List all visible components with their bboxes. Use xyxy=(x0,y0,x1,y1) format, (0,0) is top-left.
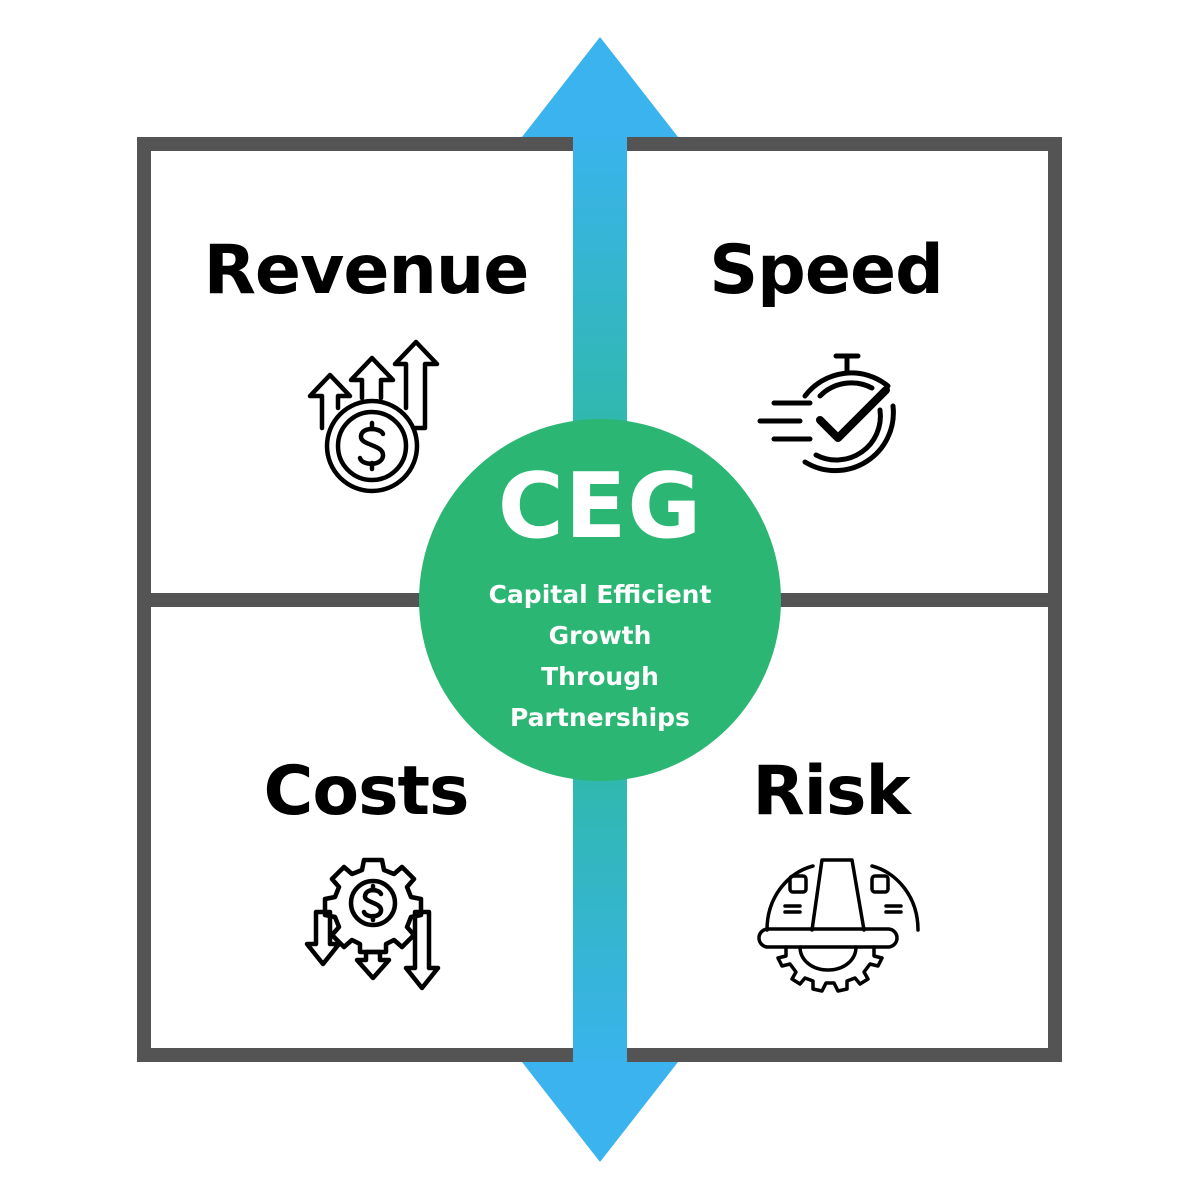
ceg-subtitle-line-4: Partnerships xyxy=(510,703,690,732)
quadrant-label-revenue: Revenue xyxy=(203,231,530,310)
quadrant-label-risk: Risk xyxy=(752,752,910,831)
ceg-circle xyxy=(419,419,781,781)
quadrant-label-speed: Speed xyxy=(709,231,944,310)
quadrant-label-costs: Costs xyxy=(263,752,469,831)
revenue-growth-icon xyxy=(307,339,440,494)
speed-stopwatch-icon xyxy=(757,353,896,474)
ceg-title: CEG xyxy=(497,454,703,559)
ceg-subtitle-line-3: Through xyxy=(541,662,659,691)
ceg-subtitle-line-2: Growth xyxy=(548,621,652,650)
arrow-down-head-icon xyxy=(522,1062,678,1162)
costs-reduction-icon xyxy=(304,857,441,991)
risk-hardhat-icon xyxy=(757,858,920,993)
ceg-subtitle-line-1: Capital Efficient xyxy=(488,580,712,609)
arrow-up-head-icon xyxy=(522,37,678,137)
